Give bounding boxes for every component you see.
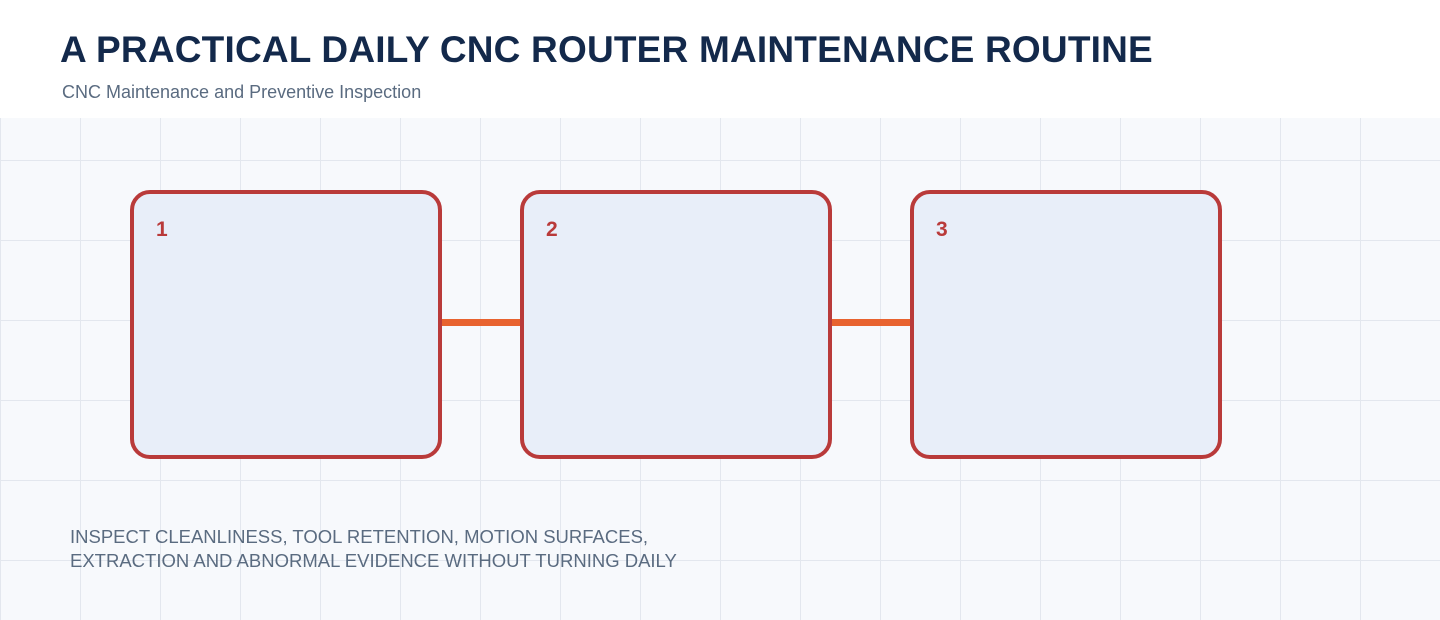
step-box-3: 3 — [910, 190, 1222, 459]
footer-note: INSPECT CLEANLINESS, TOOL RETENTION, MOT… — [70, 525, 677, 573]
footer-note-line: EXTRACTION AND ABNORMAL EVIDENCE WITHOUT… — [70, 550, 677, 571]
step-number: 3 — [936, 218, 948, 241]
step-number: 1 — [156, 218, 168, 241]
header: A PRACTICAL DAILY CNC ROUTER MAINTENANCE… — [0, 0, 1440, 118]
step-box-2: 2 — [520, 190, 832, 459]
connector-2-3 — [830, 319, 912, 326]
connector-1-2 — [440, 319, 522, 326]
page-subtitle: CNC Maintenance and Preventive Inspectio… — [62, 82, 422, 102]
page-title: A PRACTICAL DAILY CNC ROUTER MAINTENANCE… — [60, 29, 1153, 70]
step-number: 2 — [546, 218, 558, 241]
footer-note-line: INSPECT CLEANLINESS, TOOL RETENTION, MOT… — [70, 526, 649, 547]
step-box-1: 1 — [130, 190, 442, 459]
